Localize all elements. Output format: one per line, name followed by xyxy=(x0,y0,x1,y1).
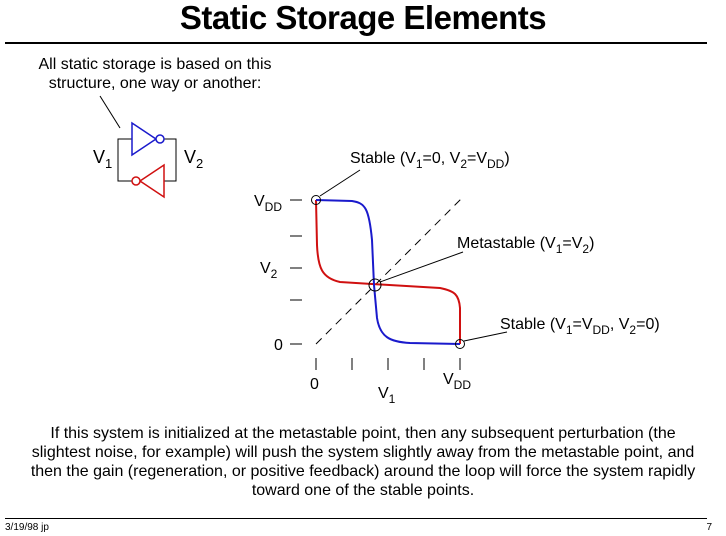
y-axis-ticks xyxy=(290,199,302,345)
blue-transfer-curve xyxy=(315,199,461,345)
metastable-run: 1 xyxy=(556,242,563,256)
footer-rule xyxy=(5,518,707,519)
metastable-leader xyxy=(379,251,464,283)
inverter-bottom-bubble xyxy=(131,176,141,186)
y-tick-label-zero: 0 xyxy=(274,337,283,354)
inverter-top-bubble xyxy=(155,134,165,144)
y-tick-label-vdd: VDD xyxy=(254,193,282,214)
x-axis-ticks xyxy=(315,358,461,370)
y-tick-label-v2: V2 xyxy=(260,260,278,281)
stable-top-run: =V xyxy=(467,150,487,167)
inverter-bottom-icon xyxy=(138,163,165,199)
metastable-run: Metastable (V xyxy=(457,235,556,252)
diagonal-dashed-line xyxy=(315,197,463,345)
x-tick-label-zero: 0 xyxy=(310,376,319,393)
red-transfer-curve xyxy=(315,199,461,344)
metastable-run: =V xyxy=(562,235,582,252)
stable-bottom-run: 1 xyxy=(566,323,573,337)
metastable-run: 2 xyxy=(582,242,589,256)
title-rule xyxy=(5,42,707,44)
stable-top-annotation: Stable (V1=0, V2=VDD) xyxy=(350,150,510,171)
stable-bottom-run: , V xyxy=(610,316,630,333)
intro-pointer-line xyxy=(99,95,121,129)
stable-top-leader xyxy=(319,169,361,197)
stable-bottom-annotation: Stable (V1=VDD, V2=0) xyxy=(500,316,660,337)
explanation-paragraph: If this system is initialized at the met… xyxy=(30,425,696,499)
stable-top-run: 1 xyxy=(416,157,423,171)
stable-bottom-run: =V xyxy=(573,316,593,333)
metastable-point-marker xyxy=(368,278,382,292)
stable-point-bottom-marker xyxy=(455,339,465,349)
stable-bottom-run: =0) xyxy=(636,316,660,333)
x-tick-label-v1: V1 xyxy=(378,385,396,406)
cross-coupled-inverters: V1 V2 xyxy=(93,121,203,199)
x-tick-label-vdd: VDD xyxy=(443,371,471,392)
right-wire xyxy=(164,138,177,182)
metastable-run: ) xyxy=(589,235,594,252)
page-title: Static Storage Elements xyxy=(179,0,547,36)
stable-bottom-run: DD xyxy=(593,323,611,337)
footer-date: 3/19/98 jp xyxy=(5,522,49,533)
inverter-top-icon xyxy=(131,121,158,157)
stable-bottom-run: Stable (V xyxy=(500,316,566,333)
stable-top-run: ) xyxy=(504,150,509,167)
label-v1: V1 xyxy=(93,147,112,171)
intro-text: All static storage is based on this stru… xyxy=(38,56,272,92)
stable-bottom-run: 2 xyxy=(629,323,636,337)
label-v2: V2 xyxy=(184,147,203,171)
stable-top-run: 2 xyxy=(460,157,467,171)
stable-top-run: =0, V xyxy=(423,150,461,167)
stable-top-run: Stable (V xyxy=(350,150,416,167)
stable-top-run: DD xyxy=(487,157,505,171)
metastable-annotation: Metastable (V1=V2) xyxy=(457,235,594,256)
page-number: 7 xyxy=(706,522,712,533)
transfer-plot: VDD V2 0 0 V1 VDD Stable (V1=0, V2=VDD) … xyxy=(254,150,660,406)
stable-point-top-marker xyxy=(311,195,321,205)
stable-bottom-leader xyxy=(463,331,508,342)
left-wire xyxy=(117,138,132,182)
